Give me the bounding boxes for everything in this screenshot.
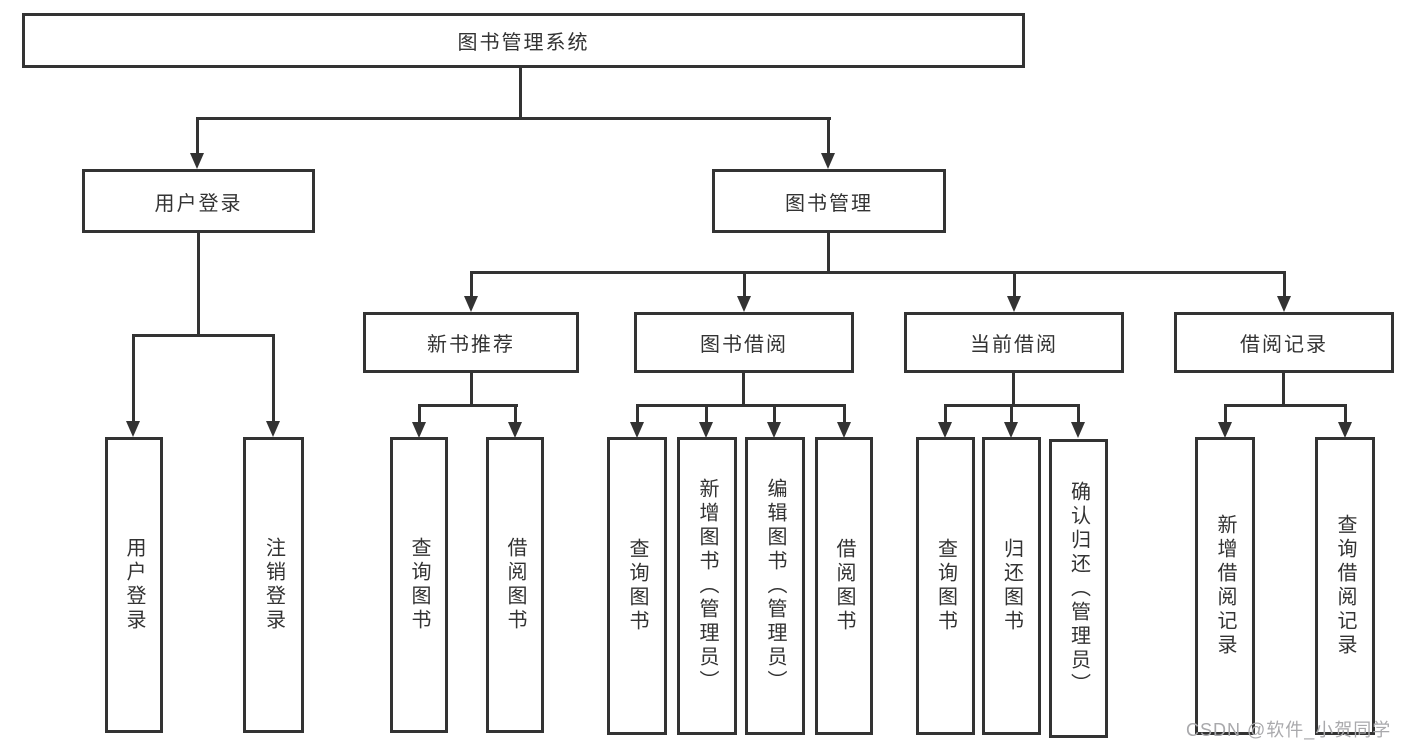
connector-line <box>1283 271 1286 298</box>
connector-line <box>196 117 199 155</box>
connector-line <box>1077 404 1080 424</box>
node-return-books: 归还图书 <box>982 437 1041 735</box>
arrowhead-down-icon <box>1007 296 1021 312</box>
arrowhead-down-icon <box>126 421 140 437</box>
node-label: 新增借阅记录 <box>1214 514 1236 658</box>
arrowhead-down-icon <box>1277 296 1291 312</box>
connector-line <box>1344 404 1347 424</box>
connector-line <box>636 404 639 424</box>
connector-line <box>742 373 745 406</box>
arrowhead-down-icon <box>464 296 478 312</box>
node-book-management-group: 图书管理 <box>712 169 946 233</box>
connector-line <box>1224 404 1227 424</box>
connector-line <box>470 373 473 406</box>
connector-line <box>743 271 746 298</box>
arrowhead-down-icon <box>412 422 426 438</box>
node-label: 用户登录 <box>123 537 145 633</box>
node-query-books-borrowing: 查询图书 <box>607 437 667 735</box>
node-edit-books-admin: 编辑图书（管理员） <box>745 437 805 735</box>
csdn-watermark: CSDN @软件_小贺同学 <box>1186 720 1392 740</box>
node-label: 查询图书 <box>626 538 648 634</box>
connector-line <box>418 404 518 407</box>
arrowhead-down-icon <box>699 422 713 438</box>
connector-line <box>1013 271 1016 298</box>
node-label: 查询图书 <box>408 537 430 633</box>
connector-line <box>1012 373 1015 406</box>
node-user-login: 用户登录 <box>105 437 163 733</box>
connector-line <box>470 271 473 298</box>
node-user-login-group: 用户登录 <box>82 169 315 233</box>
connector-line <box>132 334 275 337</box>
connector-line <box>944 404 947 424</box>
connector-line <box>827 117 830 155</box>
arrowhead-down-icon <box>508 422 522 438</box>
node-label: 图书管理系统 <box>457 32 590 54</box>
node-label: 查询图书 <box>934 538 957 634</box>
node-label: 确认归还（管理员） <box>1067 480 1090 697</box>
connector-line <box>196 117 831 120</box>
node-label: 编辑图书（管理员） <box>764 478 786 694</box>
node-label: 借阅图书 <box>504 537 526 633</box>
arrowhead-down-icon <box>1071 422 1085 438</box>
node-label: 新书推荐 <box>427 334 515 356</box>
arrowhead-down-icon <box>821 153 835 169</box>
node-current-borrowing: 当前借阅 <box>904 312 1124 373</box>
node-query-books-recommend: 查询图书 <box>390 437 448 733</box>
connector-line <box>519 67 522 119</box>
node-label: 注销登录 <box>262 537 285 633</box>
connector-line <box>1010 404 1013 424</box>
node-label: 查询借阅记录 <box>1334 514 1356 658</box>
arrowhead-down-icon <box>190 153 204 169</box>
arrowhead-down-icon <box>737 296 751 312</box>
arrowhead-down-icon <box>837 422 851 438</box>
node-confirm-return-admin: 确认归还（管理员） <box>1049 439 1108 738</box>
node-book-borrowing: 图书借阅 <box>634 312 854 373</box>
node-query-borrow-record: 查询借阅记录 <box>1315 437 1375 735</box>
node-library-management-system: 图书管理系统 <box>22 13 1025 68</box>
node-borrow-books: 借阅图书 <box>815 437 873 735</box>
node-borrow-books-recommend: 借阅图书 <box>486 437 544 733</box>
connector-line <box>418 404 421 424</box>
arrowhead-down-icon <box>767 422 781 438</box>
node-label: 图书借阅 <box>700 334 788 356</box>
arrowhead-down-icon <box>630 422 644 438</box>
node-label: 当前借阅 <box>970 334 1058 356</box>
node-label: 归还图书 <box>1000 538 1023 634</box>
connector-line <box>1224 404 1346 407</box>
connector-line <box>272 334 275 423</box>
node-logout: 注销登录 <box>243 437 304 733</box>
arrowhead-down-icon <box>1004 422 1018 438</box>
node-label: 新增图书（管理员） <box>696 478 718 694</box>
node-query-books-current: 查询图书 <box>916 437 975 735</box>
arrowhead-down-icon <box>938 422 952 438</box>
arrowhead-down-icon <box>1338 422 1352 438</box>
connector-line <box>514 404 517 424</box>
connector-line <box>470 271 1286 274</box>
node-label: 用户登录 <box>154 192 243 215</box>
node-add-books-admin: 新增图书（管理员） <box>677 437 737 735</box>
connector-line <box>827 233 830 273</box>
arrowhead-down-icon <box>266 421 280 437</box>
node-new-book-recommendation: 新书推荐 <box>363 312 579 373</box>
connector-line <box>197 233 200 337</box>
node-label: 借阅图书 <box>833 538 855 634</box>
node-label: 借阅记录 <box>1240 334 1328 356</box>
connector-line <box>132 334 135 423</box>
node-label: 图书管理 <box>785 192 873 215</box>
connector-line <box>705 404 708 424</box>
node-add-borrow-record: 新增借阅记录 <box>1195 437 1255 735</box>
connector-line <box>636 404 846 407</box>
connector-line <box>1282 373 1285 406</box>
connector-line <box>843 404 846 424</box>
node-borrowing-records: 借阅记录 <box>1174 312 1394 373</box>
connector-line <box>773 404 776 424</box>
arrowhead-down-icon <box>1218 422 1232 438</box>
